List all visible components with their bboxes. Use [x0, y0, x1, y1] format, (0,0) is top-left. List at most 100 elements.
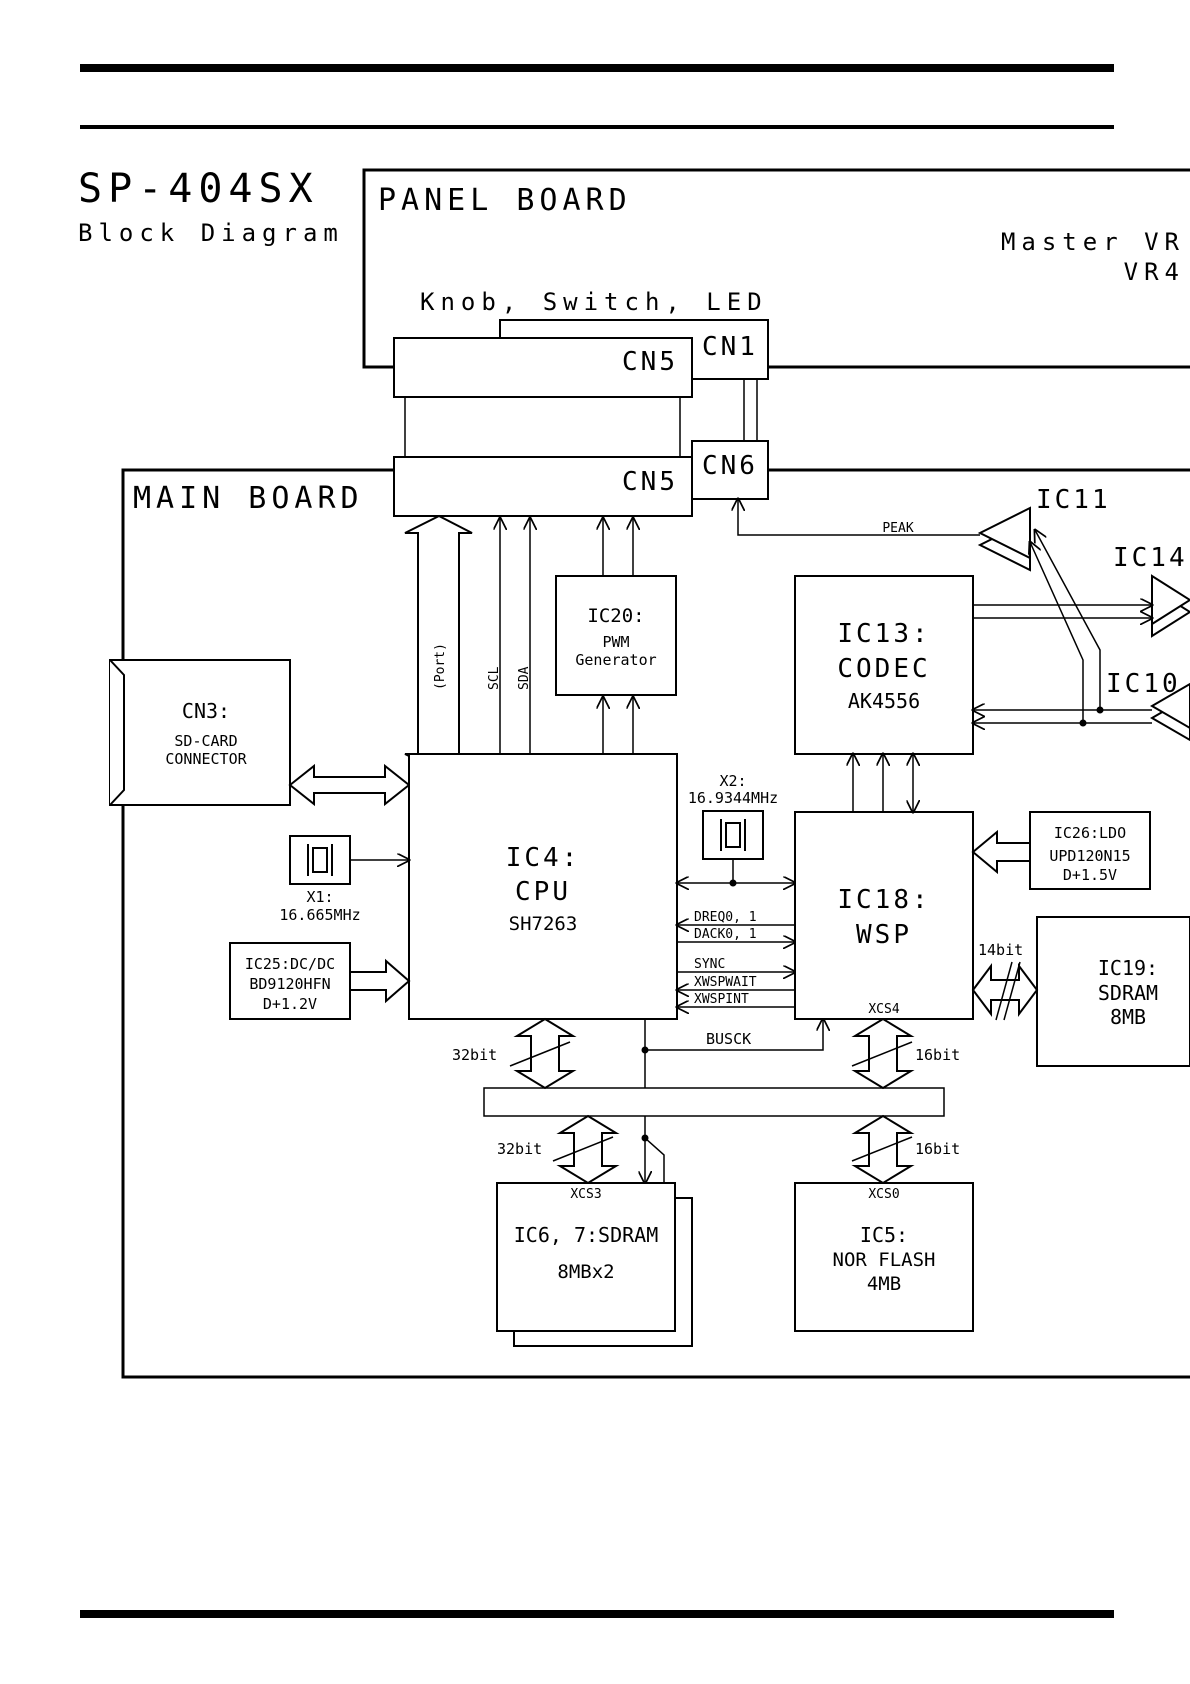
cn3-line2: CONNECTOR	[165, 750, 247, 768]
cn6-label: CN6	[702, 451, 758, 481]
bus-slash-32b	[552, 1136, 614, 1162]
panel-board	[362, 168, 1190, 369]
sd-cpu-arrow	[288, 763, 411, 807]
ic67-cs: XCS3	[570, 1187, 601, 1202]
ic20-line2: Generator	[575, 651, 656, 669]
ic20-line1: PWM	[602, 633, 629, 651]
main-cn5-label: CN5	[622, 467, 678, 497]
ic5-line1: NOR FLASH	[833, 1249, 936, 1271]
x1-crystal	[289, 835, 409, 885]
sda-label: SDA	[517, 666, 532, 690]
cpu-bus-arrow	[513, 1017, 577, 1090]
dreq-label: DREQ0, 1	[694, 910, 757, 925]
ic5-cs: XCS0	[868, 1187, 899, 1202]
ic5-box	[794, 1182, 974, 1332]
ic26-box	[1029, 811, 1151, 890]
cn3-name: CN3:	[182, 699, 230, 723]
main-connectors	[393, 440, 769, 517]
ic11-buffer	[977, 506, 1031, 572]
knob-switch-led-label: Knob, Switch, LED	[420, 288, 768, 316]
ic18-name: IC18:	[837, 885, 930, 915]
bus-slash-16a	[851, 1041, 913, 1067]
codec-junctions	[1079, 706, 1104, 727]
bit32b-label: 32bit	[497, 1140, 542, 1158]
bus-slash-16b	[851, 1136, 913, 1162]
ic18-box	[794, 811, 974, 1020]
ic4-line2: SH7263	[509, 913, 578, 935]
ic26-line1: UPD120N15	[1049, 847, 1130, 865]
diagram-subtitle: Block Diagram	[78, 219, 344, 247]
bus-slash-14	[995, 961, 1021, 1021]
ic4-name: IC4:	[506, 843, 581, 873]
master-vr-label: Master VR	[1001, 228, 1185, 256]
ic25-line2: D+1.2V	[263, 995, 317, 1013]
xwspint-label: XWSPINT	[694, 992, 749, 1007]
bit32a-label: 32bit	[452, 1046, 497, 1064]
ic26-line2: D+1.5V	[1063, 866, 1117, 884]
x2-freq: 16.9344MHz	[688, 789, 778, 807]
bit14-label: 14bit	[978, 941, 1023, 959]
ic13-line1: CODEC	[837, 654, 930, 684]
ic14-label: IC14	[1113, 543, 1188, 573]
ic4-line1: CPU	[515, 877, 571, 907]
ic25-line1: BD9120HFN	[249, 975, 330, 993]
ic25-name: IC25:DC/DC	[245, 955, 335, 973]
system-bus-bar	[483, 1087, 945, 1117]
ic5-line2: 4MB	[867, 1273, 901, 1295]
ic14-buffer	[1151, 574, 1190, 638]
panel-cn1-label: CN1	[702, 332, 758, 362]
bit16b-label: 16bit	[915, 1140, 960, 1158]
ic25-box	[229, 942, 351, 1020]
ic18-line1: WSP	[856, 920, 912, 950]
ic67-boxes	[496, 1182, 693, 1347]
wsp-codec-lines	[853, 754, 913, 812]
cn3-line1: SD-CARD	[174, 732, 237, 750]
ic20-box	[555, 575, 677, 696]
page-rules	[80, 64, 1114, 1618]
panel-connectors	[393, 319, 769, 398]
peak-label: PEAK	[882, 521, 913, 536]
clock-line	[645, 1050, 665, 1183]
main-board-title: MAIN BOARD	[133, 481, 364, 516]
diagram-title: SP-404SX	[78, 166, 319, 212]
ic67-line1: 8MBx2	[557, 1261, 614, 1283]
ic18-cs: XCS4	[868, 1002, 899, 1017]
i2c-lines	[500, 518, 633, 754]
sync-label: SYNC	[694, 957, 725, 972]
cn3-sd-card	[109, 659, 291, 806]
bus-ic67-arrow	[556, 1114, 620, 1185]
ic19-line2: 8MB	[1110, 1005, 1146, 1029]
ic11-label: IC11	[1036, 485, 1111, 515]
ic5-name: IC5:	[860, 1223, 908, 1247]
port-label: (Port)	[433, 643, 448, 690]
x2-name: X2:	[719, 772, 746, 790]
ic13-box	[794, 575, 974, 755]
ic19-box	[1036, 916, 1190, 1067]
bus-slash-32a	[509, 1041, 571, 1067]
ic20-name: IC20:	[587, 605, 644, 627]
vr4-label: VR4	[1124, 258, 1185, 286]
dack-label: DACK0, 1	[694, 927, 757, 942]
busck-label: BUSCK	[706, 1030, 751, 1048]
codec-audio-lines	[973, 530, 1152, 723]
cpu-wsp-signals	[644, 925, 823, 1051]
clock-junctions	[641, 1046, 649, 1142]
panel-board-title: PANEL BOARD	[378, 183, 632, 218]
ic13-name: IC13:	[837, 619, 930, 649]
ic67-name: IC6, 7:SDRAM	[514, 1223, 659, 1247]
ic26-name: IC26:LDO	[1054, 824, 1126, 842]
panel-cn5-label: CN5	[622, 347, 678, 377]
ic10-label: IC10	[1106, 669, 1181, 699]
ic25-power-arrow	[349, 958, 411, 1004]
ic26-power-arrow	[971, 829, 1031, 875]
main-board	[121, 468, 1190, 1379]
ic19-name: IC19:	[1098, 956, 1158, 980]
x1-freq: 16.665MHz	[279, 906, 360, 924]
x2-junction	[729, 879, 737, 887]
xwspwait-label: XWSPWAIT	[694, 975, 757, 990]
scl-label: SCL	[487, 666, 502, 690]
x2-crystal	[677, 810, 795, 883]
connector-links	[404, 379, 758, 457]
ic13-line2: AK4556	[848, 689, 920, 713]
